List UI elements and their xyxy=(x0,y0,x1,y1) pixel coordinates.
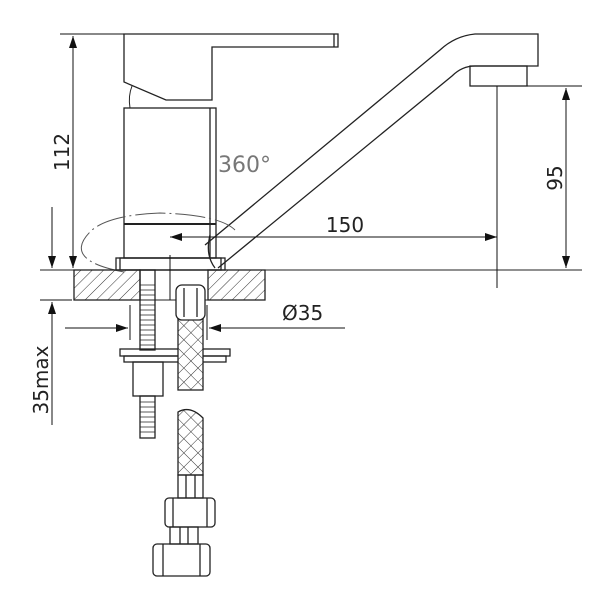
dim-112-label: 112 xyxy=(50,133,74,171)
lever-handle xyxy=(123,33,339,101)
faucet-body xyxy=(123,107,217,259)
aerator xyxy=(469,65,528,87)
hose-nut-lower xyxy=(152,543,211,577)
dim-150-label: 150 xyxy=(326,213,364,237)
dim-35max-label: 35max xyxy=(29,345,53,414)
dim-95-label: 95 xyxy=(543,165,567,190)
supply-hose xyxy=(152,284,216,577)
countertop-section xyxy=(73,269,141,301)
mounting-stud xyxy=(119,269,231,439)
spout xyxy=(204,33,539,269)
rotation-label: 360° xyxy=(218,153,271,178)
dim-diameter-label: Ø35 xyxy=(282,301,323,325)
